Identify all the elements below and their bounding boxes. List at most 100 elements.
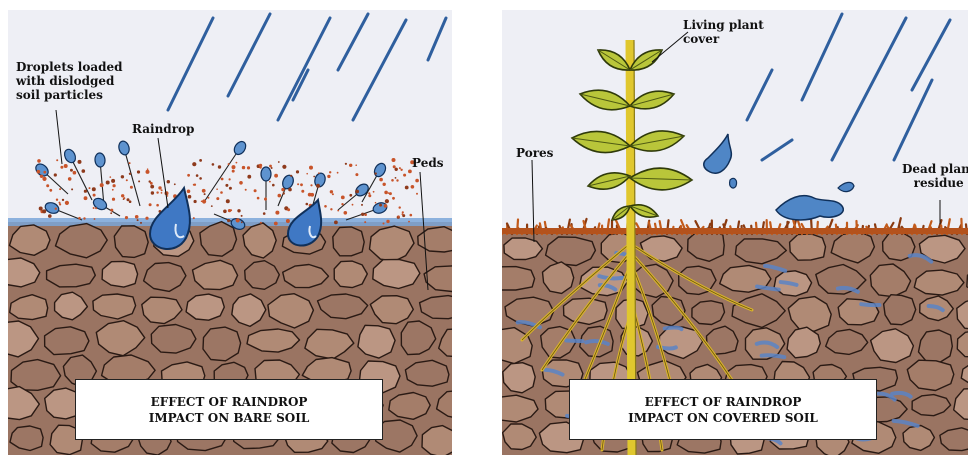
- soil-particle: [70, 169, 73, 172]
- residue-mat: [502, 228, 968, 234]
- soil-particle: [127, 198, 130, 201]
- soil-particle: [308, 193, 312, 197]
- soil-ped: [47, 264, 96, 287]
- soil-particle: [167, 195, 169, 197]
- soil-particle: [330, 190, 333, 193]
- soil-particle: [395, 168, 398, 171]
- bare-soil-caption-line-2: IMPACT ON BARE SOIL: [76, 410, 382, 426]
- soil-particle: [59, 188, 61, 190]
- soil-particle: [82, 169, 86, 173]
- soil-particle: [281, 188, 284, 191]
- soil-particle: [402, 213, 404, 215]
- soil-particle: [247, 166, 250, 169]
- soil-particle: [368, 192, 370, 194]
- soil-particle: [282, 165, 286, 169]
- soil-particle: [202, 199, 206, 203]
- soil-particle: [125, 216, 128, 219]
- soil-particle: [220, 191, 223, 194]
- soil-particle: [95, 207, 97, 209]
- soil-ped: [203, 327, 241, 361]
- soil-particle: [202, 189, 206, 193]
- soil-particle: [399, 167, 401, 169]
- soil-particle: [229, 187, 232, 190]
- pore-channel: [861, 304, 879, 305]
- droplets-label-line-2: with dislodged: [16, 74, 123, 88]
- soil-particle: [379, 204, 382, 207]
- soil-particle: [227, 219, 230, 222]
- soil-particle: [269, 165, 272, 168]
- soil-particle: [242, 166, 245, 169]
- soil-particle: [383, 183, 386, 186]
- soil-particle: [93, 194, 96, 197]
- soil-particle: [147, 168, 149, 170]
- soil-particle: [84, 190, 87, 193]
- soil-particle: [257, 197, 260, 200]
- soil-particle: [395, 177, 397, 179]
- soil-particle: [272, 184, 275, 187]
- soil-particle: [161, 189, 163, 191]
- soil-particle: [364, 213, 367, 216]
- droplets-label-line-3: soil particles: [16, 88, 123, 102]
- soil-particle: [204, 193, 206, 195]
- soil-particle: [212, 163, 215, 166]
- soil-particle: [408, 170, 412, 174]
- soil-particle: [123, 197, 125, 199]
- soil-particle: [137, 170, 140, 173]
- soil-particle: [355, 173, 358, 176]
- soil-particle: [49, 189, 52, 192]
- soil-particle: [54, 173, 57, 176]
- soil-particle: [201, 201, 203, 203]
- soil-particle: [402, 211, 404, 213]
- soil-ped: [186, 294, 224, 320]
- splash-droplet: [261, 167, 271, 181]
- dead-plant-label-line-2: residue: [902, 176, 968, 190]
- soil-particle: [330, 208, 332, 210]
- covered-soil-caption-line-2: IMPACT ON COVERED SOIL: [570, 410, 876, 426]
- soil-particle: [199, 159, 202, 162]
- soil-particle: [408, 221, 410, 223]
- soil-particle: [355, 164, 357, 166]
- soil-particle: [64, 164, 68, 168]
- soil-particle: [327, 175, 330, 178]
- soil-particle: [137, 219, 139, 221]
- soil-particle: [300, 183, 303, 186]
- soil-particle: [158, 186, 161, 189]
- soil-particle: [410, 214, 413, 217]
- soil-particle: [42, 209, 46, 213]
- soil-particle: [337, 172, 339, 174]
- soil-particle: [129, 200, 132, 203]
- soil-particle: [332, 193, 334, 195]
- soil-particle: [384, 204, 388, 208]
- soil-particle: [59, 202, 61, 204]
- soil-particle: [71, 188, 73, 190]
- soil-particle: [245, 189, 247, 191]
- pore-channel: [566, 341, 582, 342]
- soil-particle: [364, 221, 366, 223]
- soil-particle: [146, 170, 150, 174]
- soil-particle: [111, 179, 115, 183]
- soil-particle: [150, 182, 153, 185]
- soil-particle: [416, 193, 418, 195]
- covered-soil-panel: Living plant cover Pores Dead plant resi…: [502, 10, 968, 455]
- soil-particle: [384, 191, 388, 195]
- soil-ped: [502, 267, 535, 290]
- soil-particle: [194, 200, 197, 203]
- soil-ped: [838, 299, 879, 325]
- soil-particle: [275, 211, 279, 215]
- bare-soil-caption-box: EFFECT OF RAINDROP IMPACT ON BARE SOIL: [75, 379, 383, 440]
- soil-particle: [174, 183, 176, 185]
- soil-particle: [352, 204, 354, 206]
- soil-particle: [254, 189, 257, 192]
- soil-particle: [187, 190, 191, 194]
- soil-particle: [221, 178, 224, 181]
- soil-particle: [39, 207, 43, 211]
- soil-particle: [151, 191, 154, 194]
- soil-particle: [187, 174, 190, 177]
- soil-particle: [341, 203, 343, 205]
- soil-particle: [283, 192, 285, 194]
- soil-particle: [46, 184, 49, 187]
- soil-particle: [405, 186, 409, 190]
- soil-particle: [43, 171, 46, 174]
- covered-soil-caption-line-1: EFFECT OF RAINDROP: [570, 394, 876, 410]
- soil-particle: [391, 179, 394, 182]
